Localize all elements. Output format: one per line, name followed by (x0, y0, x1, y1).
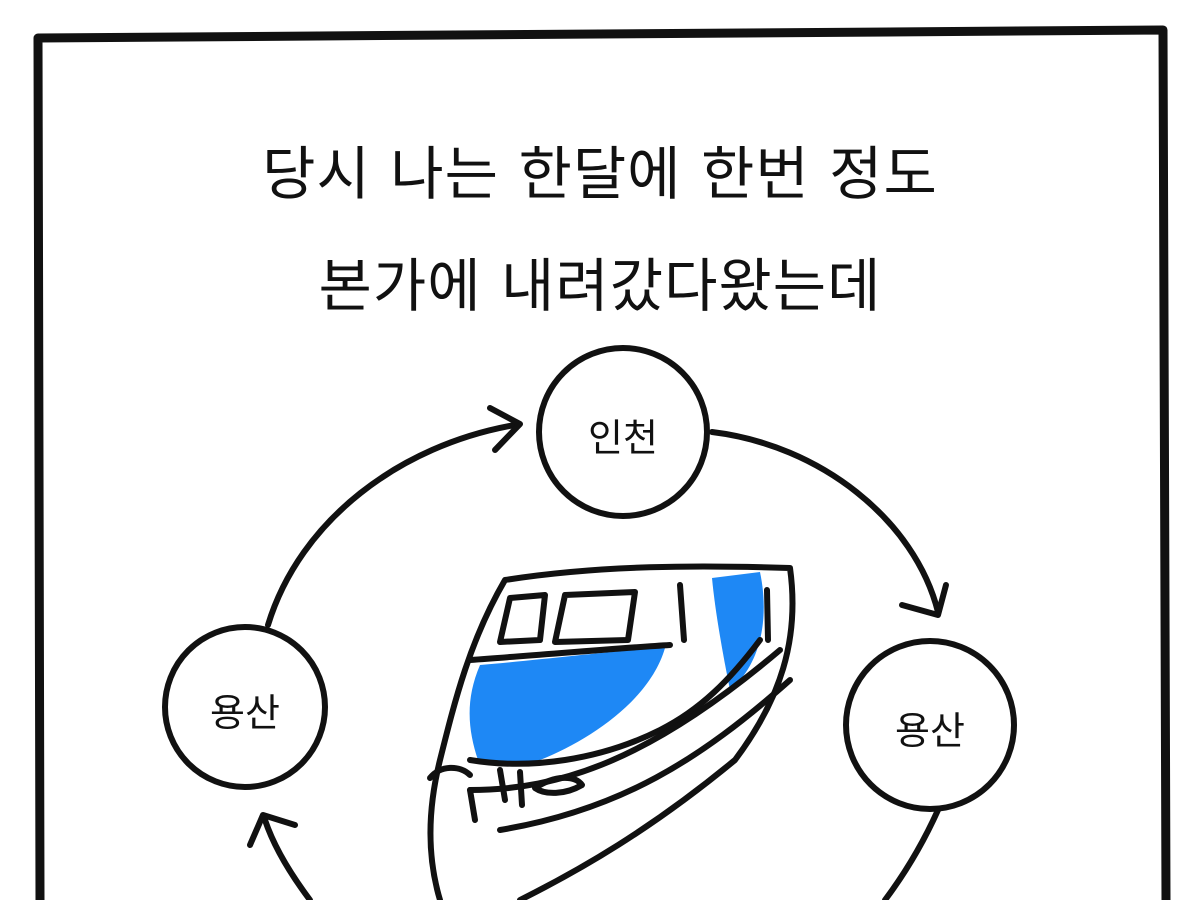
caption-text: 당시 나는 한달에 한번 정도 본가에 내려갔다왔는데 (40, 118, 1160, 342)
train-side-line-2 (764, 587, 771, 643)
train-lower-line-2 (497, 677, 793, 833)
route-arc-bottom-left (262, 817, 313, 900)
train-wiper-3 (467, 787, 478, 823)
arrow-head-right (899, 582, 949, 618)
train-side-line-1 (677, 582, 687, 643)
train-window-right (552, 589, 638, 645)
station-label-top: 인천 (588, 416, 658, 460)
route-arc-top-to-right (709, 429, 941, 615)
station-circle-top (536, 345, 710, 519)
station-circle-right (843, 638, 1017, 812)
train-window-left (497, 592, 548, 645)
arrow-head-top (487, 405, 523, 453)
train-body (427, 563, 796, 900)
train-wiper-2 (517, 769, 525, 808)
train-nose-line (467, 642, 673, 663)
route-arc-left-to-top (265, 422, 518, 628)
train-front-line (467, 637, 763, 767)
station-label-right: 용산 (895, 709, 965, 753)
train-accent-window (469, 648, 665, 763)
train-accent-stripe (712, 572, 764, 690)
caption-line-2: 본가에 내려갔다왔는데 (318, 252, 882, 320)
station-circle-left (162, 624, 328, 790)
train-headlight-right (532, 774, 585, 796)
panel-border (33, 25, 1171, 900)
train-wiper-1 (497, 767, 508, 803)
station-label-left: 용산 (210, 691, 280, 735)
route-arc-right-bottom (882, 807, 941, 900)
caption-line-1: 당시 나는 한달에 한번 정도 (262, 140, 938, 208)
train-icon (427, 563, 796, 900)
arrow-head-left (247, 812, 298, 848)
train-headlight-left (427, 764, 473, 781)
